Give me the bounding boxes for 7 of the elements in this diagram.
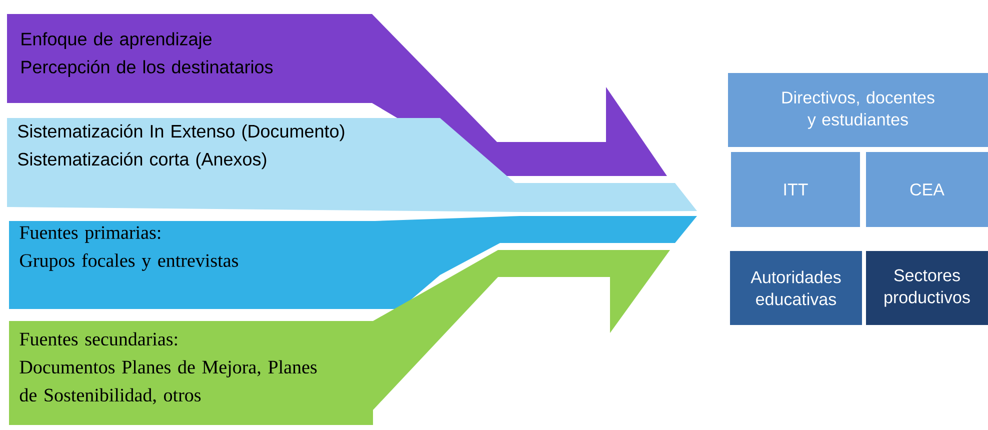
group-box: CEA: [866, 152, 988, 227]
group-box: Directivos, docentes y estudiantes: [728, 73, 988, 147]
arrow-band: Fuentes primarias: Grupos focales y entrevistas: [9, 216, 697, 309]
group-box: ITT: [731, 152, 860, 227]
group-box: Sectores productivos: [866, 251, 988, 325]
group-box: Autoridades educativas: [730, 251, 862, 325]
arrow-band: Sistematización In Extenso (Documento) Sistematización corta (Anexos): [7, 118, 697, 212]
